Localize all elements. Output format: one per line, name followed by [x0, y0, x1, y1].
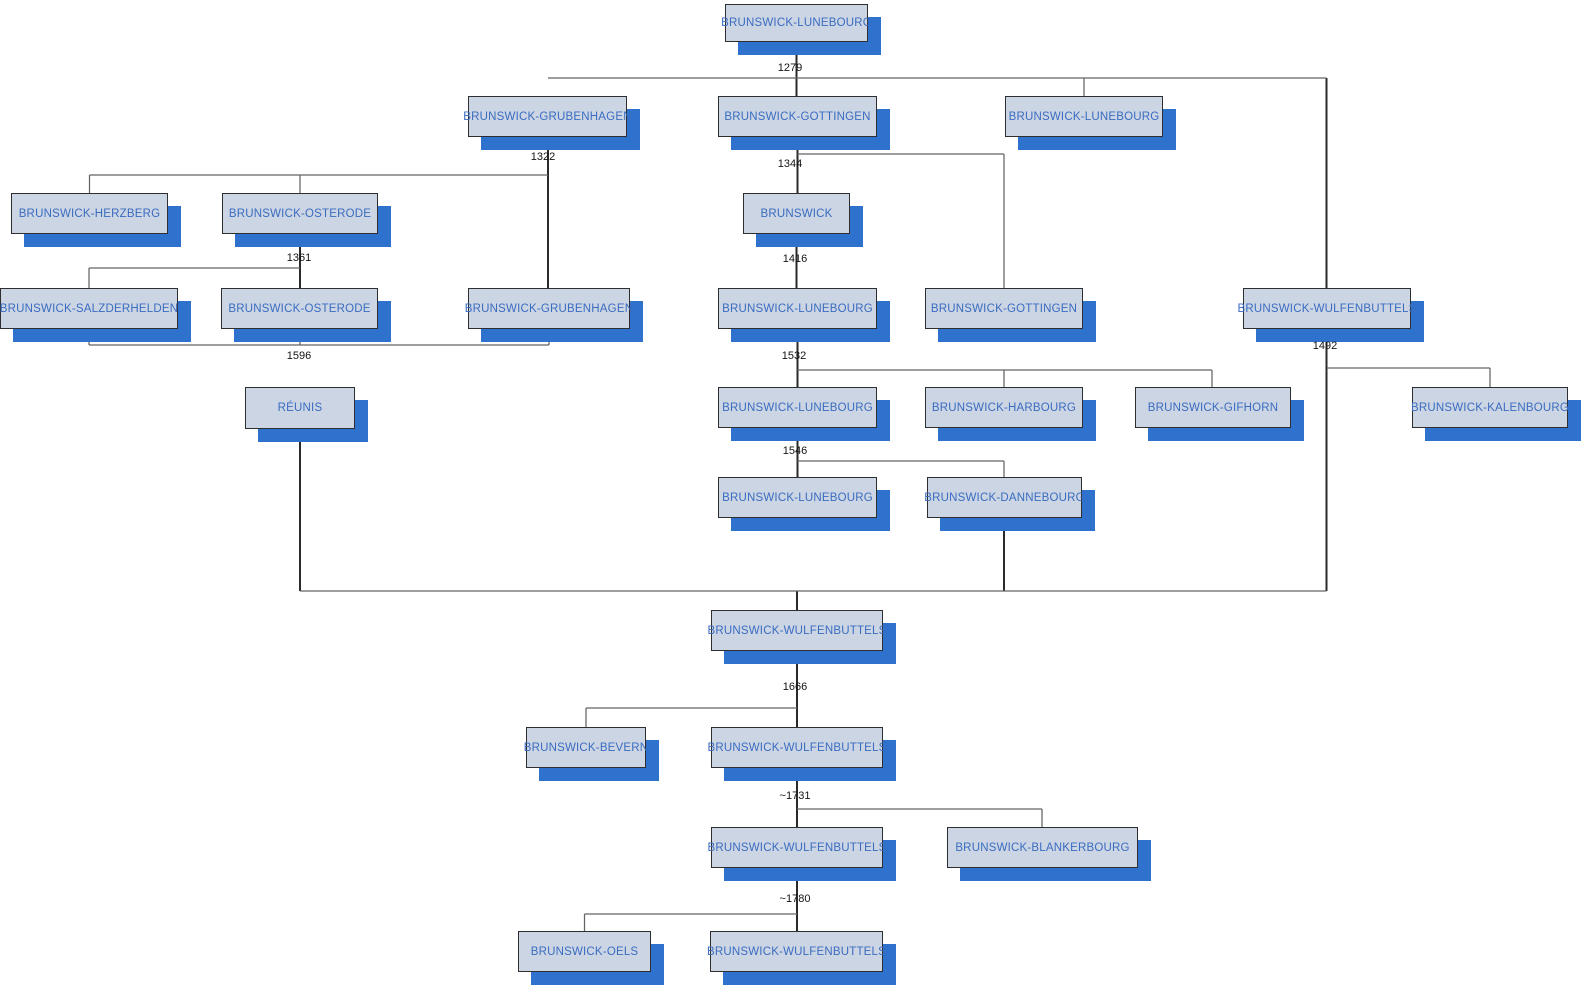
union-year-1546: 1546: [782, 445, 808, 457]
node-label: BRUNSWICK: [760, 207, 833, 220]
node-brunswick-grubenhagen-gen4[interactable]: BRUNSWICK-GRUBENHAGEN: [464, 288, 634, 329]
node-reunis[interactable]: RÉUNIS: [245, 387, 355, 429]
node-brunswick-grubenhagen-gen2[interactable]: BRUNSWICK-GRUBENHAGEN: [463, 96, 632, 137]
node-brunswick-oels[interactable]: BRUNSWICK-OELS: [518, 931, 651, 972]
node-label: BRUNSWICK-GIFHORN: [1147, 401, 1279, 414]
node-label: BRUNSWICK-LUNEBOURG: [722, 401, 873, 414]
node-label: BRUNSWICK-DANNEBOURG: [924, 491, 1085, 504]
connector-branches: [88, 77, 1491, 931]
node-brunswick-lunebourg-gen2[interactable]: BRUNSWICK-LUNEBOURG: [1005, 96, 1163, 137]
node-brunswick-lunebourg-gen4[interactable]: BRUNSWICK-LUNEBOURG: [718, 288, 877, 329]
node-label: BRUNSWICK-GRUBENHAGEN: [463, 110, 632, 123]
node-label: BRUNSWICK-SALZDERHELDEN: [0, 302, 179, 315]
union-year-1532: 1532: [781, 350, 807, 362]
node-label: RÉUNIS: [277, 402, 323, 414]
node-label: BRUNSWICK-HARBOURG: [931, 401, 1077, 414]
node-label: BRUNSWICK-BLANKERBOURG: [955, 841, 1130, 854]
node-label: BRUNSWICK-WULFENBUTTELS: [707, 841, 887, 854]
node-label: BRUNSWICK-WULFENBUTTELS: [707, 624, 887, 637]
node-label: BRUNSWICK-GOTTINGEN: [930, 302, 1078, 315]
node-brunswick-wulfenbuttels-gen7[interactable]: BRUNSWICK-WULFENBUTTELS: [707, 610, 886, 651]
node-brunswick-gifhorn[interactable]: BRUNSWICK-GIFHORN: [1135, 387, 1291, 428]
union-year-1344: 1344: [777, 158, 803, 170]
node-label: BRUNSWICK-HERZBERG: [18, 207, 161, 220]
node-label: BRUNSWICK-LUNEBOURG: [1008, 110, 1160, 123]
node-label: BRUNSWICK-OSTERODE: [228, 207, 372, 220]
node-label: BRUNSWICK-KALENBOURG: [1411, 401, 1569, 414]
node-brunswick-gen3[interactable]: BRUNSWICK: [743, 193, 850, 234]
node-label: BRUNSWICK-WULFENBUTTELS: [706, 945, 887, 958]
node-brunswick-herzberg[interactable]: BRUNSWICK-HERZBERG: [11, 193, 168, 234]
node-label: BRUNSWICK-LUNEBOURG: [722, 302, 873, 315]
union-year-1780: ~1780: [779, 893, 811, 905]
union-year-1596: 1596: [286, 350, 312, 362]
union-year-1361: 1361: [286, 252, 312, 264]
node-brunswick-gottingen-gen4[interactable]: BRUNSWICK-GOTTINGEN: [925, 288, 1083, 329]
union-year-1322: 1322: [530, 151, 556, 163]
node-brunswick-blankerbourg[interactable]: BRUNSWICK-BLANKERBOURG: [947, 827, 1138, 868]
node-brunswick-lunebourg-gen1[interactable]: BRUNSWICK-LUNEBOURG: [721, 4, 872, 42]
node-brunswick-osterode-gen3[interactable]: BRUNSWICK-OSTERODE: [222, 193, 378, 234]
union-year-1279: 1279: [777, 62, 803, 74]
node-label: BRUNSWICK-WULFENBUTTELS: [707, 741, 887, 754]
node-brunswick-harbourg[interactable]: BRUNSWICK-HARBOURG: [925, 387, 1083, 428]
node-brunswick-dannebourg[interactable]: BRUNSWICK-DANNEBOURG: [924, 477, 1085, 518]
node-label: BRUNSWICK-LUNEBOURG: [722, 491, 873, 504]
union-year-1666: 1666: [782, 681, 808, 693]
node-brunswick-lunebourg-gen6[interactable]: BRUNSWICK-LUNEBOURG: [718, 477, 877, 518]
node-label: BRUNSWICK-GRUBENHAGEN: [464, 302, 634, 315]
node-label: BRUNSWICK-OSTERODE: [228, 302, 371, 315]
union-year-1416: 1416: [782, 253, 808, 265]
node-brunswick-salzderhelden[interactable]: BRUNSWICK-SALZDERHELDEN: [0, 288, 178, 329]
node-brunswick-lunebourg-gen5[interactable]: BRUNSWICK-LUNEBOURG: [718, 387, 877, 428]
node-brunswick-wulfenbuttels-gen9[interactable]: BRUNSWICK-WULFENBUTTELS: [707, 827, 886, 868]
node-label: BRUNSWICK-WULFENBUTTELS: [1237, 302, 1417, 315]
connector-stems: [299, 42, 1328, 931]
node-brunswick-kalenbourg[interactable]: BRUNSWICK-KALENBOURG: [1411, 387, 1569, 428]
node-brunswick-wulfenbuttels-gen10[interactable]: BRUNSWICK-WULFENBUTTELS: [706, 931, 887, 972]
node-label: BRUNSWICK-GOTTINGEN: [724, 110, 871, 123]
union-year-1731: ~1731: [779, 790, 811, 802]
union-year-1492: 1492: [1312, 340, 1338, 352]
node-brunswick-gottingen-gen2[interactable]: BRUNSWICK-GOTTINGEN: [718, 96, 877, 137]
node-label: BRUNSWICK-LUNEBOURG: [721, 17, 872, 29]
node-brunswick-bevern[interactable]: BRUNSWICK-BEVERN: [523, 727, 649, 768]
node-label: BRUNSWICK-BEVERN: [523, 741, 649, 754]
node-label: BRUNSWICK-OELS: [530, 945, 639, 958]
node-brunswick-osterode-gen4[interactable]: BRUNSWICK-OSTERODE: [221, 288, 378, 329]
node-brunswick-wulfenbuttels-gen8[interactable]: BRUNSWICK-WULFENBUTTELS: [707, 727, 886, 768]
node-brunswick-wulfenbuttels-gen4[interactable]: BRUNSWICK-WULFENBUTTELS: [1237, 288, 1416, 329]
